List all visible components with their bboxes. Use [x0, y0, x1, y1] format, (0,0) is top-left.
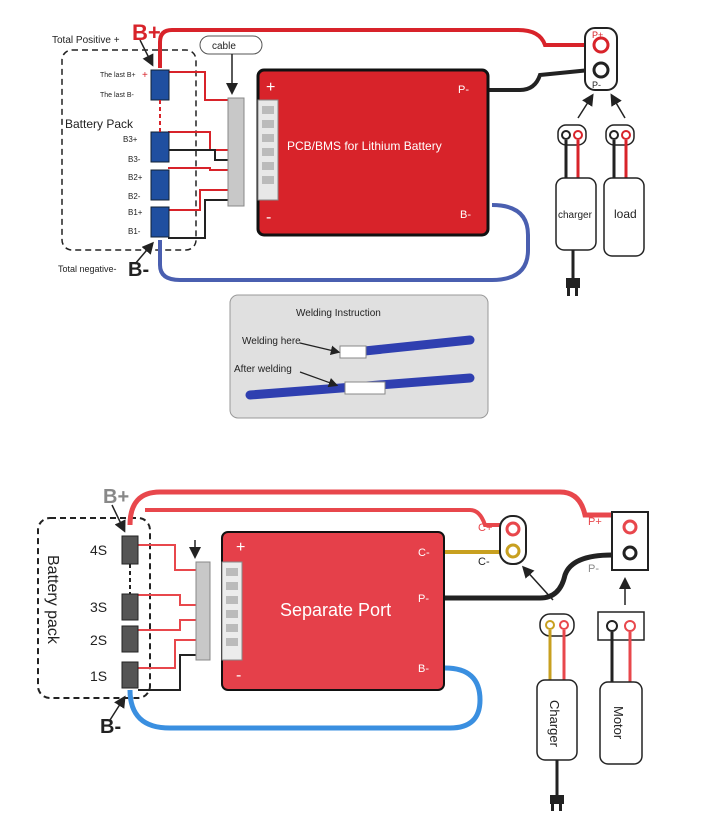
cell-3 — [150, 131, 170, 163]
cell-1 — [150, 206, 170, 238]
b-minus-label: B- — [128, 259, 149, 281]
bottom-diagram — [37, 489, 649, 811]
welding-here-label: Welding here — [242, 336, 301, 347]
load-label: load — [614, 207, 637, 221]
b-minus-label-2: B- — [100, 716, 121, 738]
motor-plug — [597, 611, 645, 641]
terminal-c-plus: C+ — [478, 522, 492, 534]
terminal-p-plus: P+ — [592, 30, 603, 40]
negative-wire-2 — [127, 665, 483, 731]
b-plus-label: B+ — [132, 20, 161, 45]
b-minus-port: B- — [460, 209, 471, 221]
pcb-plus-label: + — [266, 79, 275, 96]
charger-label-2: Charger — [547, 700, 562, 748]
welding-title: Welding Instruction — [296, 308, 381, 319]
cell-b3-plus: B3+ — [123, 135, 138, 144]
pcb-title: PCB/BMS for Lithium Battery — [287, 139, 442, 153]
total-positive-label: Total Positive + — [52, 35, 120, 46]
motor-box — [599, 681, 643, 765]
c-minus-port: C- — [418, 547, 430, 559]
cell-b1-minus: B1- — [128, 227, 141, 236]
cell-2s — [121, 625, 139, 653]
cable-label-box — [199, 35, 263, 55]
pcb-minus-label-2: - — [236, 667, 241, 684]
cell-b2-plus: B2+ — [128, 173, 143, 182]
balance-connector-2 — [195, 561, 211, 661]
terminal-p-minus: P- — [592, 80, 601, 90]
cell-last — [150, 69, 170, 101]
cell-2s-label: 2S — [90, 632, 107, 648]
battery-pack-label-2: Battery pack — [44, 555, 61, 645]
charger-label: charger — [558, 210, 593, 221]
cell-b3-minus: B3- — [128, 155, 141, 164]
negative-wire — [158, 203, 530, 282]
cell-3s — [121, 593, 139, 621]
cell-b1-plus: B1+ — [128, 208, 143, 217]
last-b-minus-label: The last B- — [100, 92, 135, 99]
cell-4s-label: 4S — [90, 542, 107, 558]
last-b-plus-label: The last B+ — [100, 72, 136, 79]
cell-b2-minus: B2- — [128, 192, 141, 201]
cell-3s-label: 3S — [90, 599, 107, 615]
battery-pack-label: Battery Pack — [65, 117, 134, 131]
balance-wires — [168, 71, 230, 239]
motor-label: Motor — [611, 706, 626, 740]
balance-connector — [227, 97, 245, 207]
cells — [150, 69, 170, 238]
pcb-minus-label: - — [266, 209, 271, 226]
total-negative-label: Total negative- — [58, 264, 117, 274]
b-minus-port-2: B- — [418, 663, 429, 675]
battery-pack-box — [61, 49, 197, 251]
cable-label: cable — [212, 41, 236, 52]
p-minus-port: P- — [458, 84, 469, 96]
charger-box — [555, 177, 597, 251]
load-wire — [488, 68, 591, 92]
load-wire-2 — [445, 552, 613, 601]
pcb-plus-label-2: + — [236, 539, 245, 556]
cell-4s — [121, 535, 139, 565]
pcb-title-2: Separate Port — [280, 600, 391, 620]
load-box — [603, 177, 645, 257]
battery-pack-box-2 — [37, 517, 151, 699]
terminal-c-minus: C- — [478, 556, 490, 568]
cell-1s-label: 1S — [90, 668, 107, 684]
p-minus-port-2: P- — [418, 593, 429, 605]
terminal-p-plus-2: P+ — [588, 516, 602, 528]
plus-sign: + — [142, 70, 148, 81]
terminal-p-minus-2: P- — [588, 563, 599, 575]
cell-1s — [121, 661, 139, 689]
b-plus-label-2: B+ — [103, 486, 129, 508]
after-welding-label: After welding — [234, 364, 292, 375]
top-diagram — [61, 27, 645, 419]
positive-wire-2 — [127, 489, 612, 526]
positive-wire — [158, 28, 590, 68]
cell-2 — [150, 169, 170, 201]
